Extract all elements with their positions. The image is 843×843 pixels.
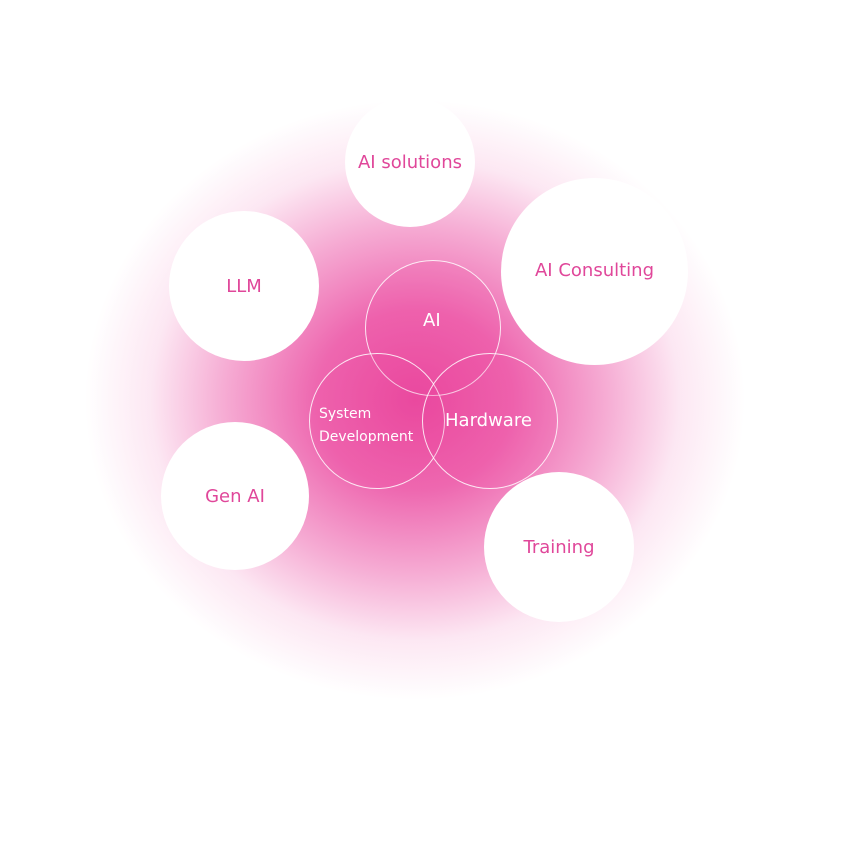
bubble-label-ai-consulting: AI Consulting [534, 260, 654, 281]
bubble-llm: LLM [169, 211, 319, 361]
core-label-development-line: Development [319, 429, 414, 445]
bubble-label-gen-ai: Gen AI [205, 485, 265, 507]
bubble-label-training: Training [523, 536, 595, 558]
bubble-ai-consulting: AI Consulting [501, 178, 688, 365]
bubble-training: Training [484, 472, 634, 622]
bubble-label-ai-solutions: AI solutions [357, 151, 462, 173]
core-label-system-line: System [319, 406, 372, 422]
bubble-ai-solutions: AI solutions [345, 97, 475, 227]
core-label-ai: AI [423, 310, 441, 331]
core-circle-hardware [422, 353, 558, 489]
bubble-gen-ai: Gen AI [161, 422, 309, 570]
core-label-system-development: System Development [319, 403, 413, 449]
bubble-label-llm: LLM [226, 275, 262, 297]
core-label-hardware: Hardware [445, 410, 532, 431]
